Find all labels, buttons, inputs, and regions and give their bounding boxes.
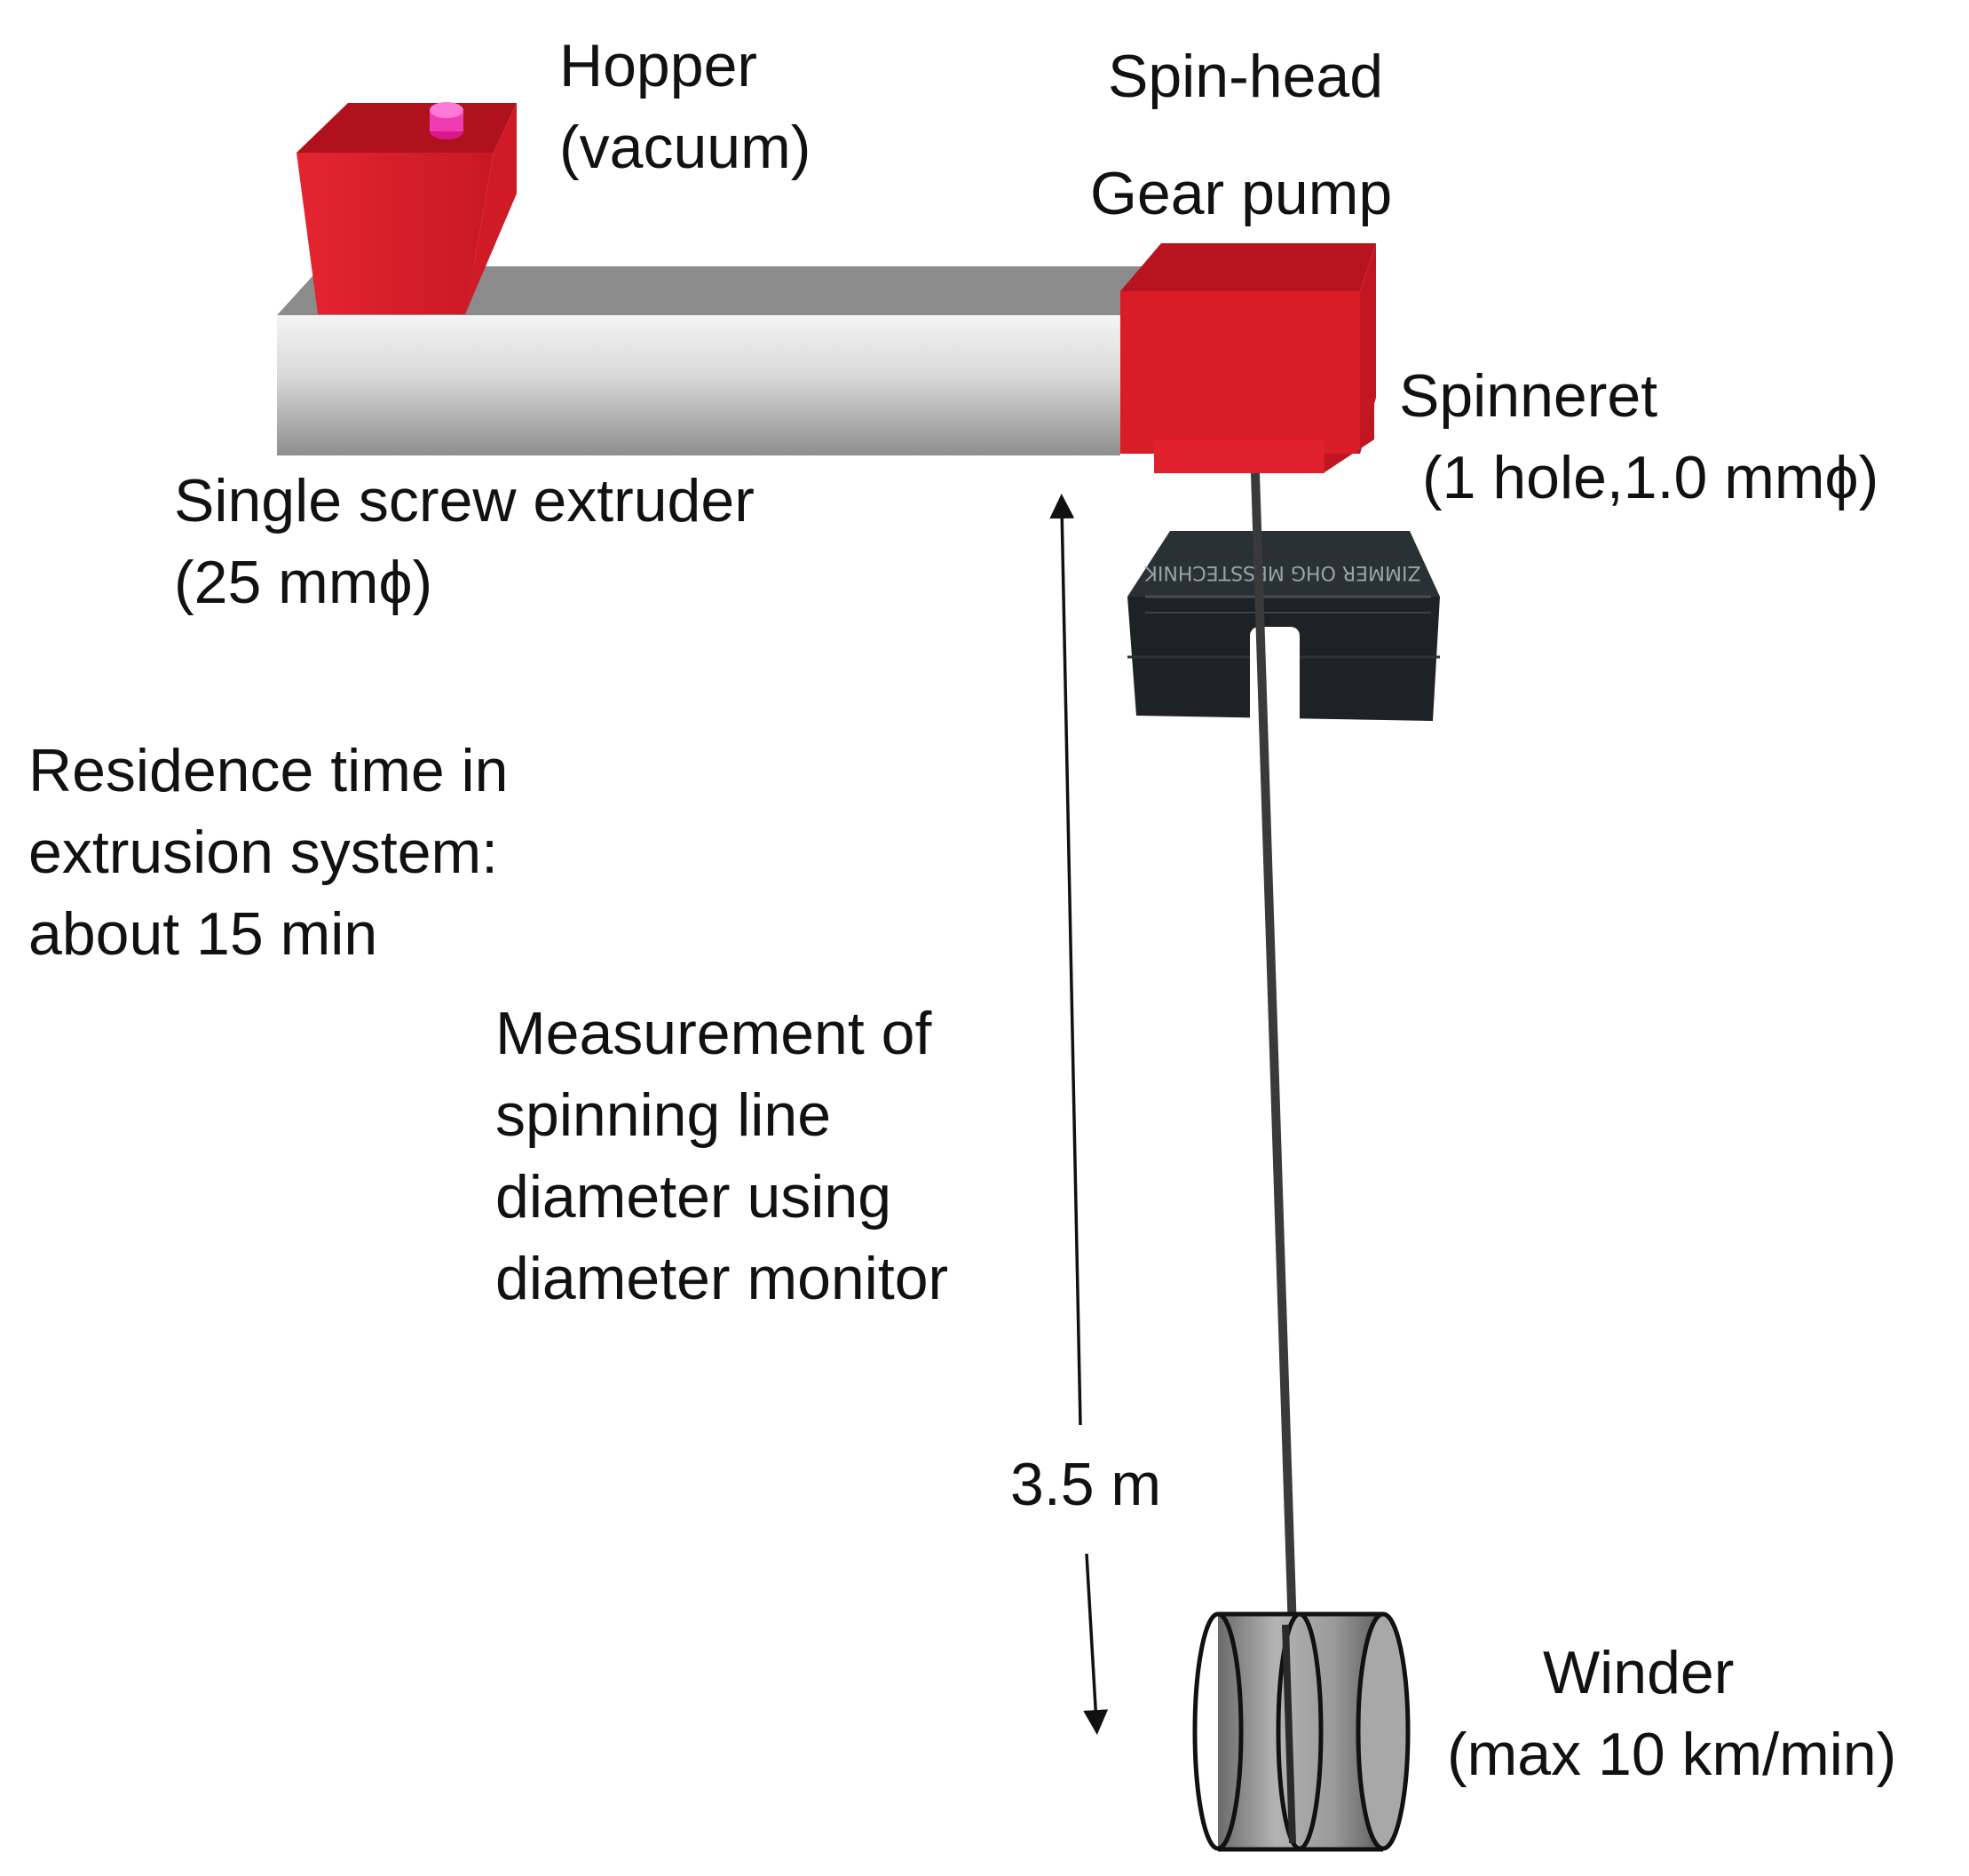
monitor-lettering: ZIMMER OHG MESSTECHNIK [1144,561,1421,583]
gear-pump-label: Gear pump [1090,160,1393,227]
winder [1192,1611,1411,1852]
hopper-label: Hopper (vacuum) [559,32,811,181]
single-screw-extruder [277,266,1150,455]
extruder-label: Single screw extruder (25 mmϕ) [174,467,755,616]
distance-label: 3.5 m [1010,1451,1162,1518]
spinneret-label: Spinneret (1 hole,1.0 mmϕ) [1399,362,1879,511]
gear-pump-block [1120,243,1376,454]
diameter-monitor: ZIMMER OHG MESSTECHNIK [1127,531,1440,739]
residence-time-label: Residence time in extrusion system: abou… [28,737,509,968]
spinning-line [1251,472,1299,1688]
spinneret [1154,398,1374,473]
spin-head-label: Spin-head [1108,43,1384,110]
measurement-label: Measurement of spinning line diameter us… [495,1000,949,1312]
hopper [297,102,517,314]
winder-label: Winder (max 10 km/min) [1447,1639,1897,1788]
distance-arrow [1049,494,1109,1735]
